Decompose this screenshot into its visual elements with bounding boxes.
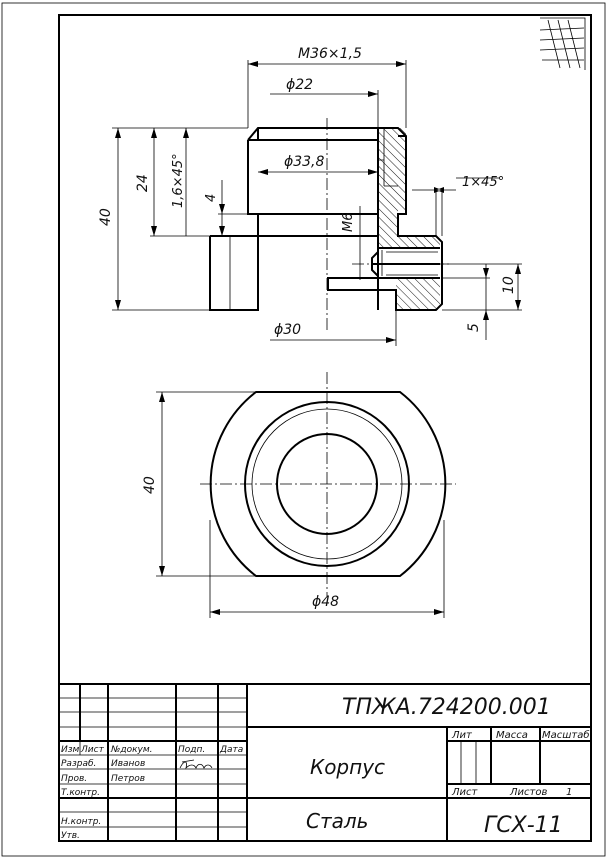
sheets-label: Листов (509, 787, 547, 798)
hdr-izm: Изм (61, 745, 80, 755)
front-view: M36×1,5 ϕ22 ϕ33,8 1×45° 1,6×45° 40 24 4 … (98, 46, 522, 346)
dim-d33-8: ϕ33,8 (284, 154, 325, 170)
col-lit: Лит (451, 730, 473, 741)
row-razrab: Разраб. (61, 759, 96, 769)
dim-m6: M6 (341, 213, 356, 233)
hdr-podp: Подп. (178, 745, 205, 755)
dim-h40: 40 (98, 208, 114, 226)
sheet-label: Лист (451, 787, 479, 798)
col-scale: Масштаб (542, 729, 590, 741)
top-arrowheads (159, 392, 444, 615)
organization: ГСХ-11 (484, 813, 563, 838)
dim-h10: 10 (501, 276, 517, 294)
corner-grid-stamp (539, 17, 586, 70)
prov-name: Петров (111, 774, 145, 784)
hdr-list: Лист (80, 745, 105, 755)
top-dimension-lines (156, 391, 445, 618)
row-utv: Утв. (61, 831, 80, 841)
dim-h4: 4 (204, 194, 219, 202)
hdr-data: Дата (219, 745, 243, 755)
front-arrowheads (115, 61, 521, 343)
hatch-bottom (396, 278, 440, 310)
title-block: ТПЖА.724200.001 Корпус Сталь ГСХ-11 Лит … (59, 683, 591, 841)
front-dimension-lines (112, 60, 522, 346)
part-name: Корпус (310, 755, 385, 779)
dim-thread: M36×1,5 (298, 46, 362, 62)
razrab-name: Иванов (111, 759, 145, 769)
row-nkontr: Н.контр. (61, 817, 101, 827)
row-prov: Пров. (61, 774, 87, 784)
dim-h5: 5 (466, 323, 482, 332)
thread-lines (381, 250, 438, 276)
dim-d48: ϕ48 (312, 594, 339, 610)
part-body (247, 128, 406, 310)
lower-block (209, 235, 259, 311)
hatch-upper (378, 128, 406, 210)
material: Сталь (306, 809, 368, 833)
dim-v40: 40 (142, 476, 158, 494)
dim-chamfer-16: 1,6×45° (171, 153, 186, 208)
part-outline-top (247, 127, 443, 311)
hdr-ndoc: №докум. (110, 745, 153, 755)
hatch-lower (378, 186, 440, 248)
dim-d30: ϕ30 (274, 322, 301, 338)
sheets-value: 1 (566, 787, 572, 798)
threaded-bore (371, 247, 440, 279)
dim-h24: 24 (135, 174, 151, 192)
top-view: 40 ϕ48 (142, 372, 456, 618)
signature-icon (179, 759, 213, 770)
inner-frame (58, 14, 592, 842)
designation: ТПЖА.724200.001 (342, 695, 551, 720)
flatted-disc (209, 391, 447, 577)
col-mass: Масса (496, 730, 528, 741)
inner-thread (378, 128, 398, 187)
dim-d22: ϕ22 (286, 77, 313, 93)
row-tkontr: Т.контр. (61, 788, 100, 798)
dim-chamfer-1: 1×45° (462, 175, 504, 190)
